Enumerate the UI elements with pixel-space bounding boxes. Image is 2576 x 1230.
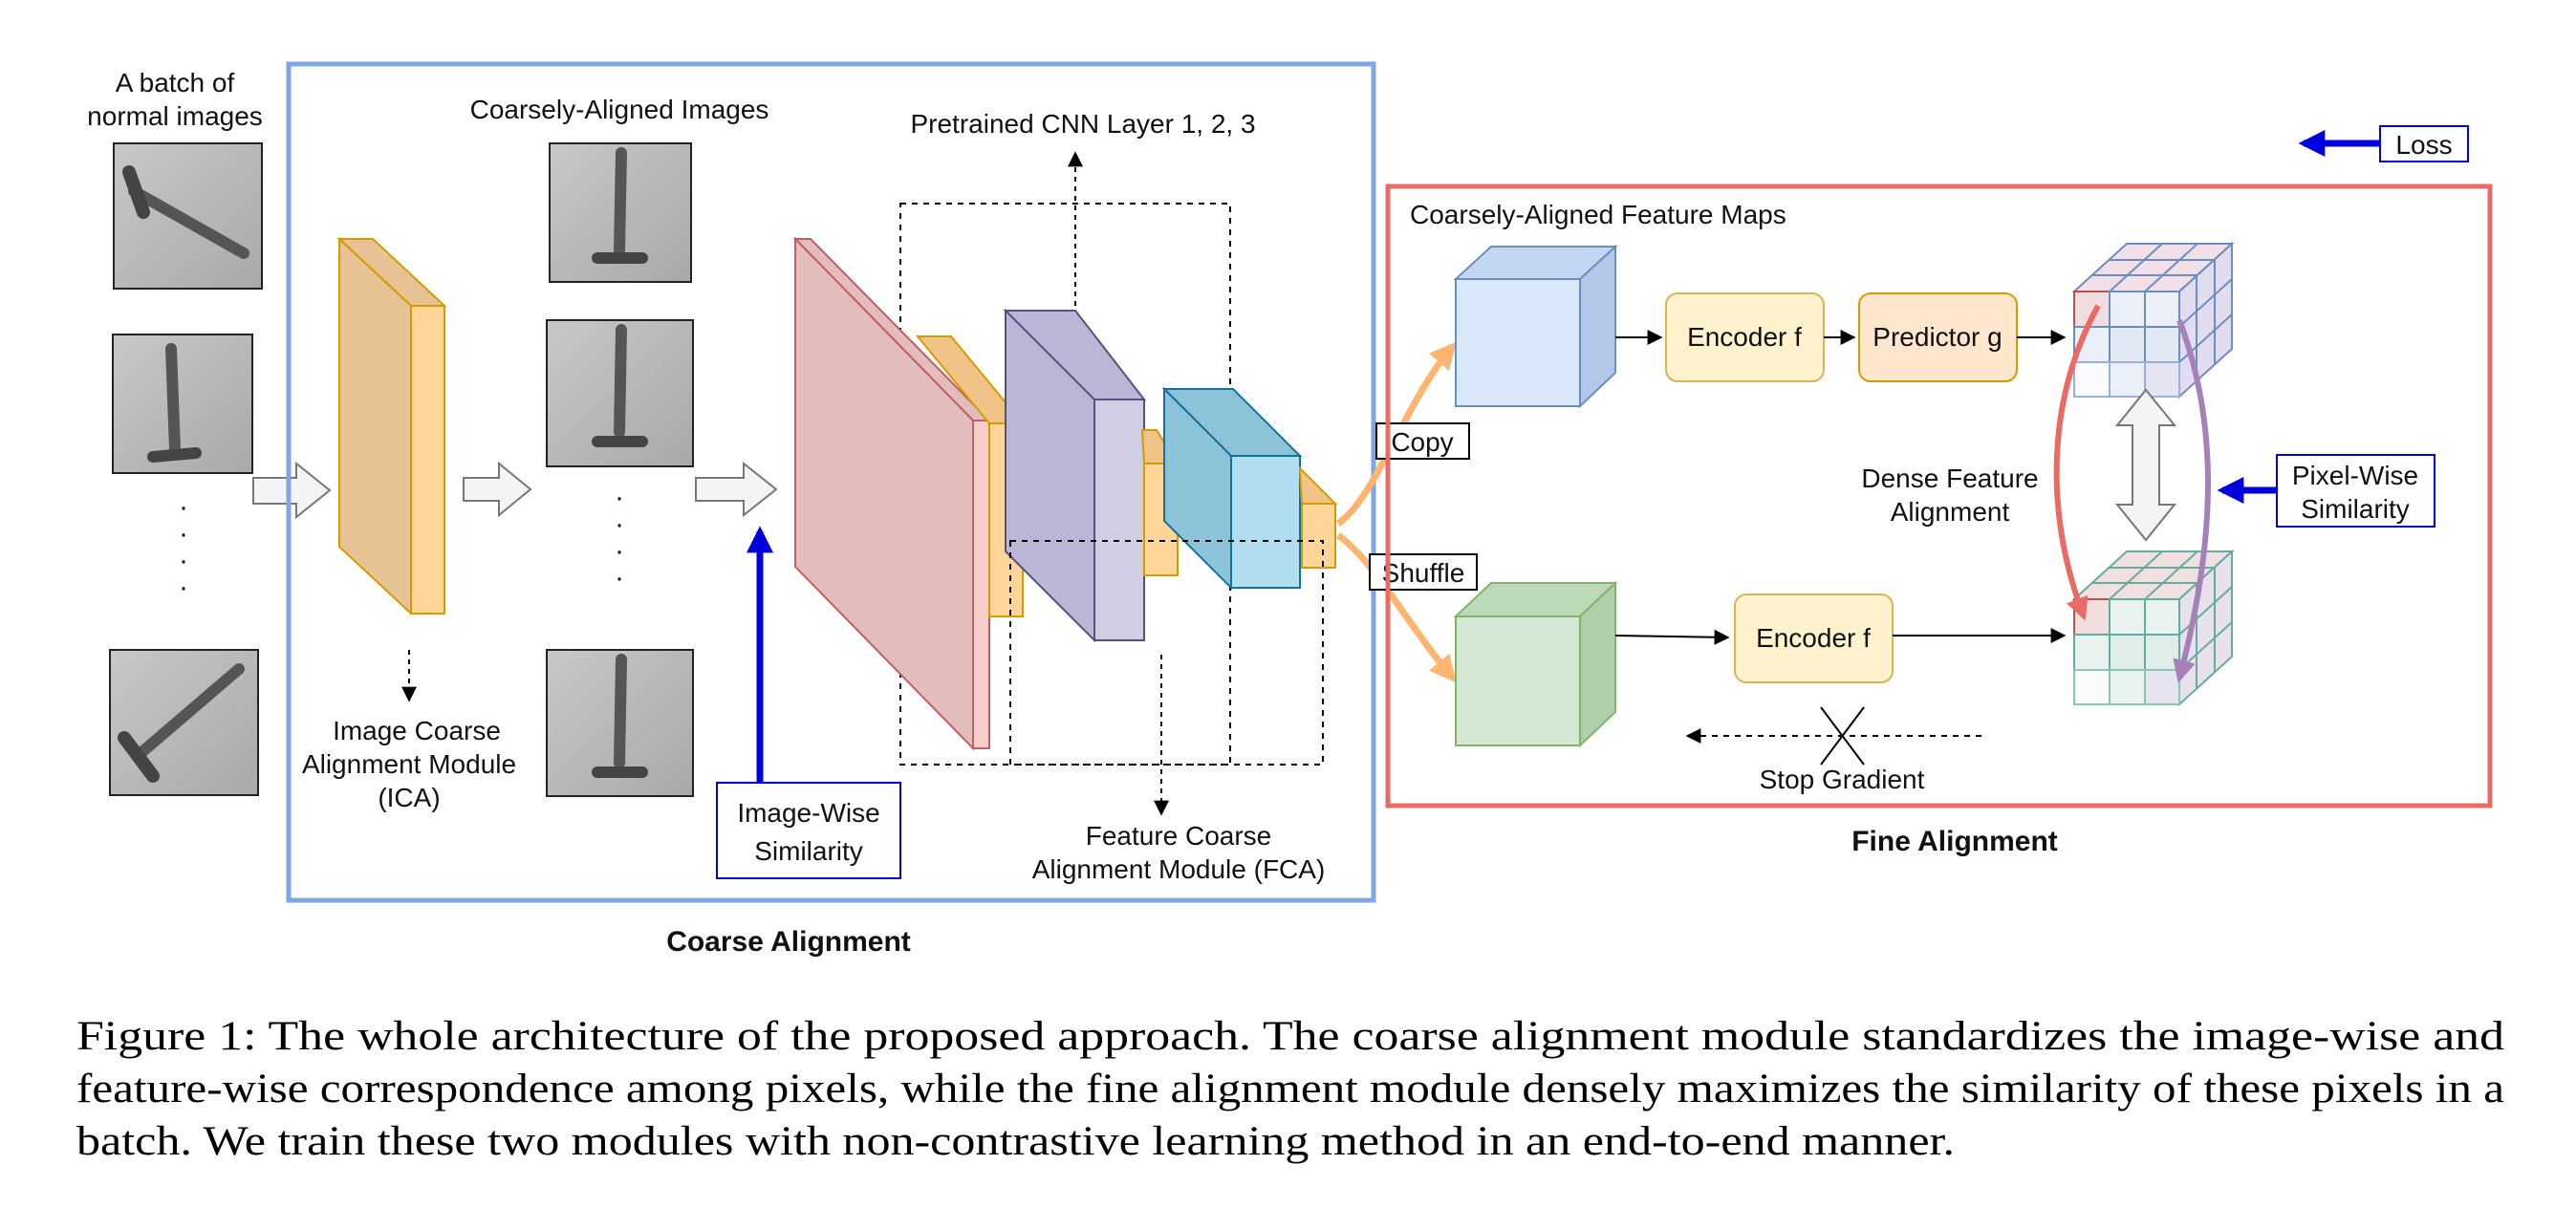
caption-line3: batch. We train these two modules with n… bbox=[76, 1119, 1955, 1164]
image-wise-similarity-box bbox=[716, 782, 901, 879]
svg-text:·: · bbox=[179, 545, 188, 576]
svg-text:·: · bbox=[615, 535, 624, 567]
batch-label-line1: A batch of bbox=[116, 68, 235, 97]
dense-alignment-red-arrow bbox=[2053, 304, 2101, 621]
ica-label-line3: (ICA) bbox=[378, 783, 440, 812]
blue-feature-cube bbox=[1453, 244, 1618, 409]
ica-layer bbox=[336, 236, 447, 616]
image-wise-label-line2: Similarity bbox=[754, 836, 863, 866]
cnn-layers-label: Pretrained CNN Layer 1, 2, 3 bbox=[910, 109, 1255, 139]
pixel-wise-label-line2: Similarity bbox=[2301, 494, 2410, 524]
svg-text:·: · bbox=[615, 562, 624, 593]
hollow-arrow-2 bbox=[463, 461, 532, 518]
coarse-alignment-title: Coarse Alignment bbox=[666, 926, 911, 958]
caption-line2: feature-wise correspondence among pixels… bbox=[76, 1067, 2504, 1111]
dense-alignment-purple-arrow bbox=[2173, 318, 2211, 683]
shuffle-arrow bbox=[1335, 532, 1457, 683]
image-wise-label-line1: Image-Wise bbox=[737, 798, 879, 828]
batch-dots: · bbox=[179, 491, 188, 523]
fine-alignment-title: Fine Alignment bbox=[1851, 826, 2058, 857]
cnn-layer-3 bbox=[1161, 386, 1303, 591]
green-feature-cube bbox=[1453, 580, 1618, 748]
shuffle-label: Shuffle bbox=[1382, 558, 1465, 588]
stop-gradient-cross-2 bbox=[1820, 706, 1865, 766]
fca-dashed-frame bbox=[1009, 540, 1324, 766]
encoder-bottom-label: Encoder f bbox=[1756, 623, 1871, 653]
copy-label: Copy bbox=[1391, 427, 1453, 457]
loss-label: Loss bbox=[2395, 130, 2452, 160]
cnn-layer-2 bbox=[1003, 308, 1147, 643]
caption-line1: Figure 1: The whole architecture of the … bbox=[76, 1014, 2504, 1059]
pixel-wise-label-line1: Pixel-Wise bbox=[2292, 461, 2418, 490]
dense-alignment-label-line1: Dense Feature bbox=[1861, 464, 2038, 493]
svg-text:·: · bbox=[179, 518, 188, 550]
ica-label-line2: Alignment Module bbox=[302, 749, 516, 779]
coarse-images-label: Coarsely-Aligned Images bbox=[470, 95, 769, 124]
aligned-dots: · bbox=[615, 482, 624, 513]
ica-label-line1: Image Coarse bbox=[333, 716, 501, 745]
input-image-2 bbox=[112, 334, 253, 474]
fca-label-line1: Feature Coarse bbox=[1086, 821, 1272, 851]
aligned-image-1 bbox=[549, 142, 692, 283]
batch-label-line2: normal images bbox=[87, 101, 263, 131]
pixel-wise-similarity-box bbox=[2276, 454, 2435, 528]
dense-alignment-label-line2: Alignment bbox=[1891, 497, 2010, 527]
aligned-image-2 bbox=[546, 319, 694, 467]
fca-label-line2: Alignment Module (FCA) bbox=[1032, 854, 1326, 884]
predictor-label: Predictor g bbox=[1872, 322, 2002, 352]
encoder-bottom-box bbox=[1734, 593, 1894, 683]
bidirectional-hollow-arrow bbox=[2114, 388, 2177, 542]
svg-text:·: · bbox=[179, 572, 188, 603]
loss-box bbox=[2379, 125, 2469, 162]
copy-box bbox=[1375, 422, 1470, 460]
input-image-1 bbox=[113, 142, 263, 290]
bottom-feature-grid bbox=[2071, 549, 2235, 707]
cnn-layer-1 bbox=[792, 236, 992, 751]
fine-alignment-box bbox=[1385, 183, 2493, 809]
svg-text:·: · bbox=[615, 508, 624, 540]
top-feature-grid bbox=[2071, 241, 2235, 399]
aligned-image-3 bbox=[546, 649, 694, 797]
fca-slab-3 bbox=[1298, 465, 1338, 569]
hollow-arrow-1 bbox=[252, 461, 332, 520]
cube-to-encoder-bottom-arrow bbox=[1614, 629, 1730, 645]
feature-maps-label: Coarsely-Aligned Feature Maps bbox=[1410, 200, 1786, 229]
hollow-arrow-3 bbox=[695, 461, 778, 518]
encoder-top-label: Encoder f bbox=[1687, 322, 1802, 352]
input-image-3 bbox=[109, 649, 259, 796]
stop-gradient-label: Stop Gradient bbox=[1760, 765, 1925, 794]
